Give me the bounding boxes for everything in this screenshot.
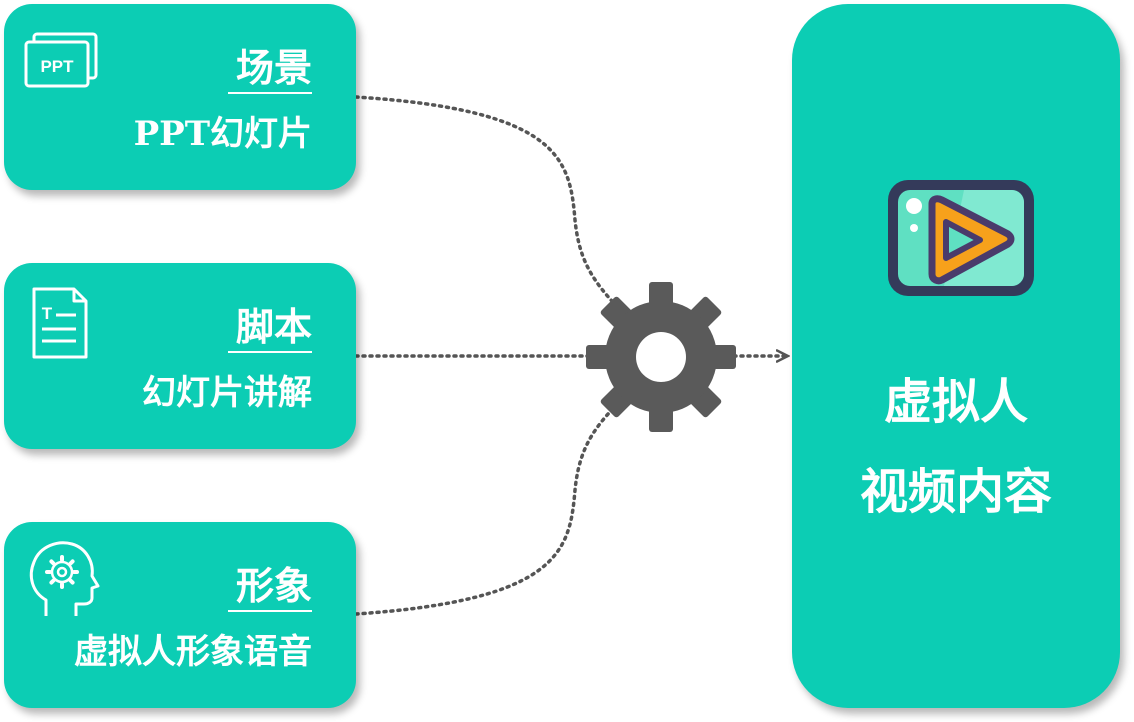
title-underline (228, 92, 312, 94)
card-title-script: 脚本 (235, 304, 312, 349)
ppt-icon-text: PPT (40, 57, 74, 76)
input-card-scene: PPT 场景 PPT幻灯片 (4, 4, 356, 190)
connector-scene (354, 95, 642, 332)
card-title-scene: 场景 (235, 45, 312, 90)
title-underline (228, 610, 312, 612)
doc-icon-text: T (42, 304, 53, 323)
output-title-line-1: 虚拟人 (883, 374, 1028, 430)
gear-icon (586, 282, 736, 432)
card-title-avatar: 形象 (235, 563, 312, 608)
title-underline (228, 351, 312, 353)
input-card-avatar: 形象 虚拟人形象语音 (4, 522, 356, 708)
output-card: 虚拟人 视频内容 (792, 4, 1120, 708)
video-play-icon (888, 180, 1034, 296)
connector-avatar (354, 380, 642, 616)
card-subtitle-avatar: 虚拟人形象语音 (74, 632, 312, 672)
head-with-gear-icon (29, 541, 100, 616)
text-document-icon: T (32, 287, 88, 359)
card-subtitle-scene: PPT幻灯片 (133, 114, 312, 154)
card-subtitle-script: 幻灯片讲解 (142, 373, 312, 413)
output-title-line-2: 视频内容 (859, 464, 1052, 520)
input-card-script: T 脚本 幻灯片讲解 (4, 263, 356, 449)
ppt-slides-icon: PPT (24, 32, 98, 88)
